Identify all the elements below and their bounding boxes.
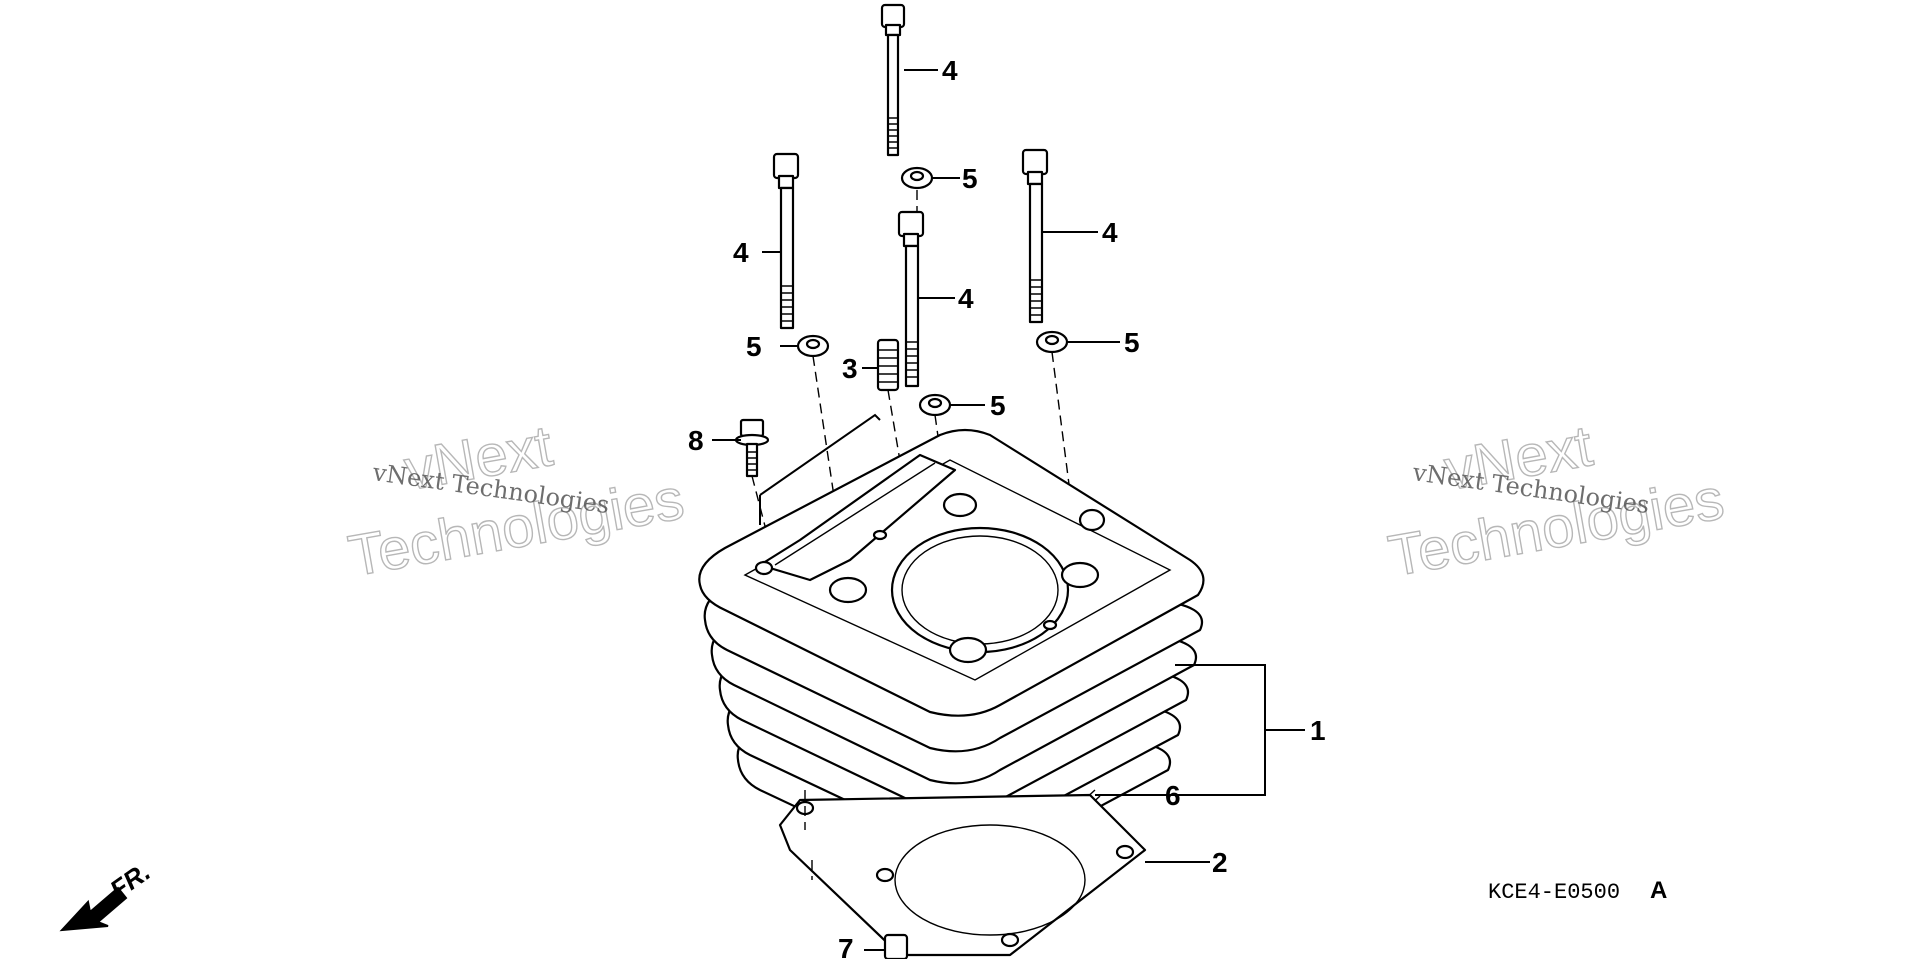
callout-4-top: 4 [942,55,958,86]
flange-bolt [734,418,770,478]
stud-bolt-middle [897,210,925,388]
diagram-code-suffix: A [1650,877,1667,904]
callout-4-left: 4 [733,237,749,268]
diagram-code: KCE4-E0500 [1488,880,1620,905]
callout-3: 3 [842,353,858,384]
arrow-icon [59,886,128,932]
callout-5-top: 5 [962,163,978,194]
stud-bolt-top [880,3,906,157]
group-bracket-top [759,413,881,496]
callout-5-middle: 5 [990,390,1006,421]
washer-top [900,166,934,190]
leader-lines [712,69,1305,951]
base-gasket [778,790,1147,957]
washer-middle [918,393,952,417]
callout-4-middle: 4 [958,283,974,314]
callout-8: 8 [688,425,704,456]
callout-6: 6 [1165,780,1181,811]
callout-7: 7 [838,933,854,959]
callout-2: 2 [1212,847,1228,878]
callout-1: 1 [1310,715,1326,746]
base-dowel [883,933,909,959]
front-direction-arrow: FR. [59,856,156,932]
callout-5-left: 5 [746,331,762,362]
callout-4-right: 4 [1102,217,1118,248]
callout-5-right: 5 [1124,327,1140,358]
washer-left [796,334,830,358]
dowel-pin [876,338,900,392]
washer-right [1035,330,1069,354]
stud-bolt-left [772,152,800,330]
stud-bolt-right [1021,148,1049,324]
